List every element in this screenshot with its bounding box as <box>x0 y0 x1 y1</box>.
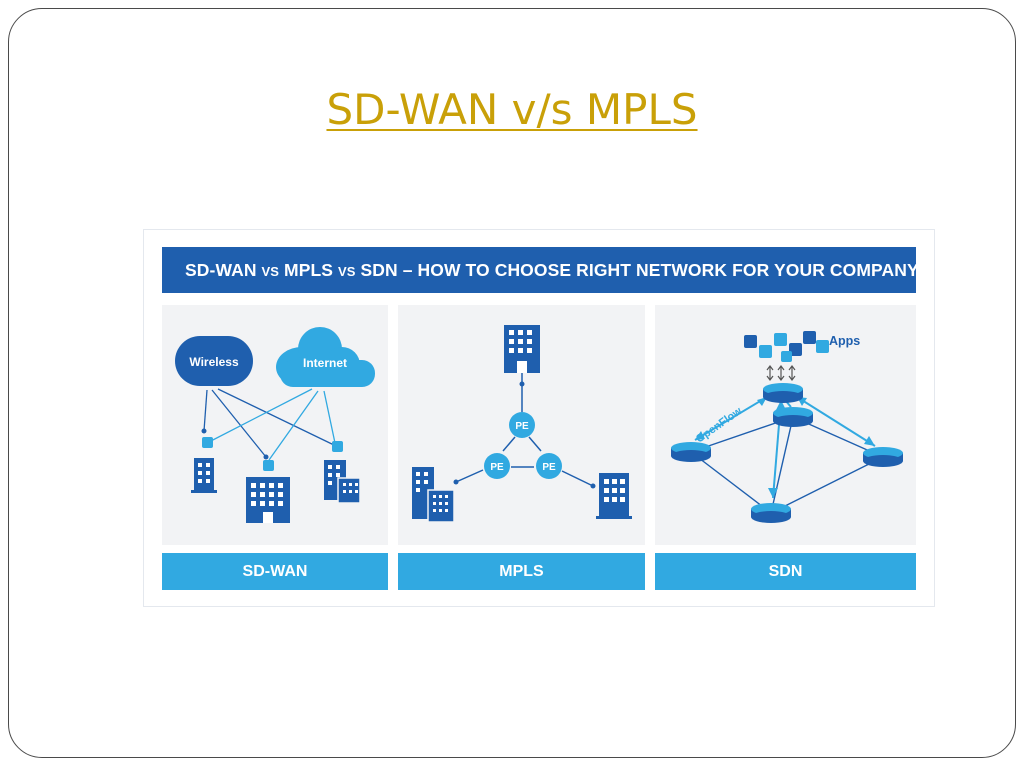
building-icon <box>324 460 361 504</box>
apps-label: Apps <box>829 334 860 348</box>
link-wireless-b1 <box>203 389 208 432</box>
slide-title: SD-WAN v/s MPLS <box>326 85 698 134</box>
connector-1 <box>202 437 213 448</box>
sdn-switch-node <box>751 503 791 523</box>
link-wireless-b3 <box>217 388 337 447</box>
link-internet-b2 <box>268 390 319 461</box>
updown-arrows-icon <box>766 365 796 381</box>
pe-node-left: PE <box>484 453 510 479</box>
apps-icon <box>744 331 829 362</box>
sdn-switch-node <box>671 442 711 462</box>
sdwan-label: SD-WAN <box>162 553 388 590</box>
wireless-cloud: Wireless <box>175 336 253 386</box>
mpls-panel: PE PE PE <box>398 305 645 545</box>
internet-cloud: Internet <box>276 327 375 387</box>
mpls-label: MPLS <box>398 553 645 590</box>
link-internet-b3 <box>323 390 336 444</box>
sdn-controller-node <box>763 383 803 403</box>
pe-node-top: PE <box>509 412 535 438</box>
sdn-diagram: Apps <box>671 331 903 523</box>
building-icon <box>246 477 290 523</box>
svg-text:PE: PE <box>515 421 529 432</box>
pe-node-right: PE <box>536 453 562 479</box>
svg-text:PE: PE <box>490 462 504 473</box>
sdn-label: SDN <box>655 553 916 590</box>
link-internet-b1 <box>206 388 313 444</box>
connector-2 <box>263 460 274 471</box>
link-wireless-b2 <box>211 389 267 458</box>
sdn-panel: Apps <box>655 305 916 545</box>
mpls-diagram: PE PE PE <box>412 325 632 523</box>
wireless-label: Wireless <box>189 355 239 369</box>
comparison-infographic: SD-WAN VS MPLS VS SDN – HOW TO CHOOSE RI… <box>143 229 935 607</box>
building-icon <box>412 467 455 523</box>
sdwan-panel: Wireless Internet <box>162 305 388 545</box>
internet-label: Internet <box>303 356 347 370</box>
building-icon <box>596 473 632 519</box>
sdn-switch-node <box>863 447 903 467</box>
svg-text:PE: PE <box>542 462 556 473</box>
infographic-banner: SD-WAN VS MPLS VS SDN – HOW TO CHOOSE RI… <box>162 247 919 293</box>
openflow-label: OpenFlow <box>694 405 745 446</box>
sdwan-diagram: Wireless Internet <box>175 327 375 523</box>
sdn-switch-node <box>773 407 813 427</box>
building-icon <box>191 458 217 493</box>
connector-3 <box>332 441 343 452</box>
building-icon <box>504 325 540 373</box>
